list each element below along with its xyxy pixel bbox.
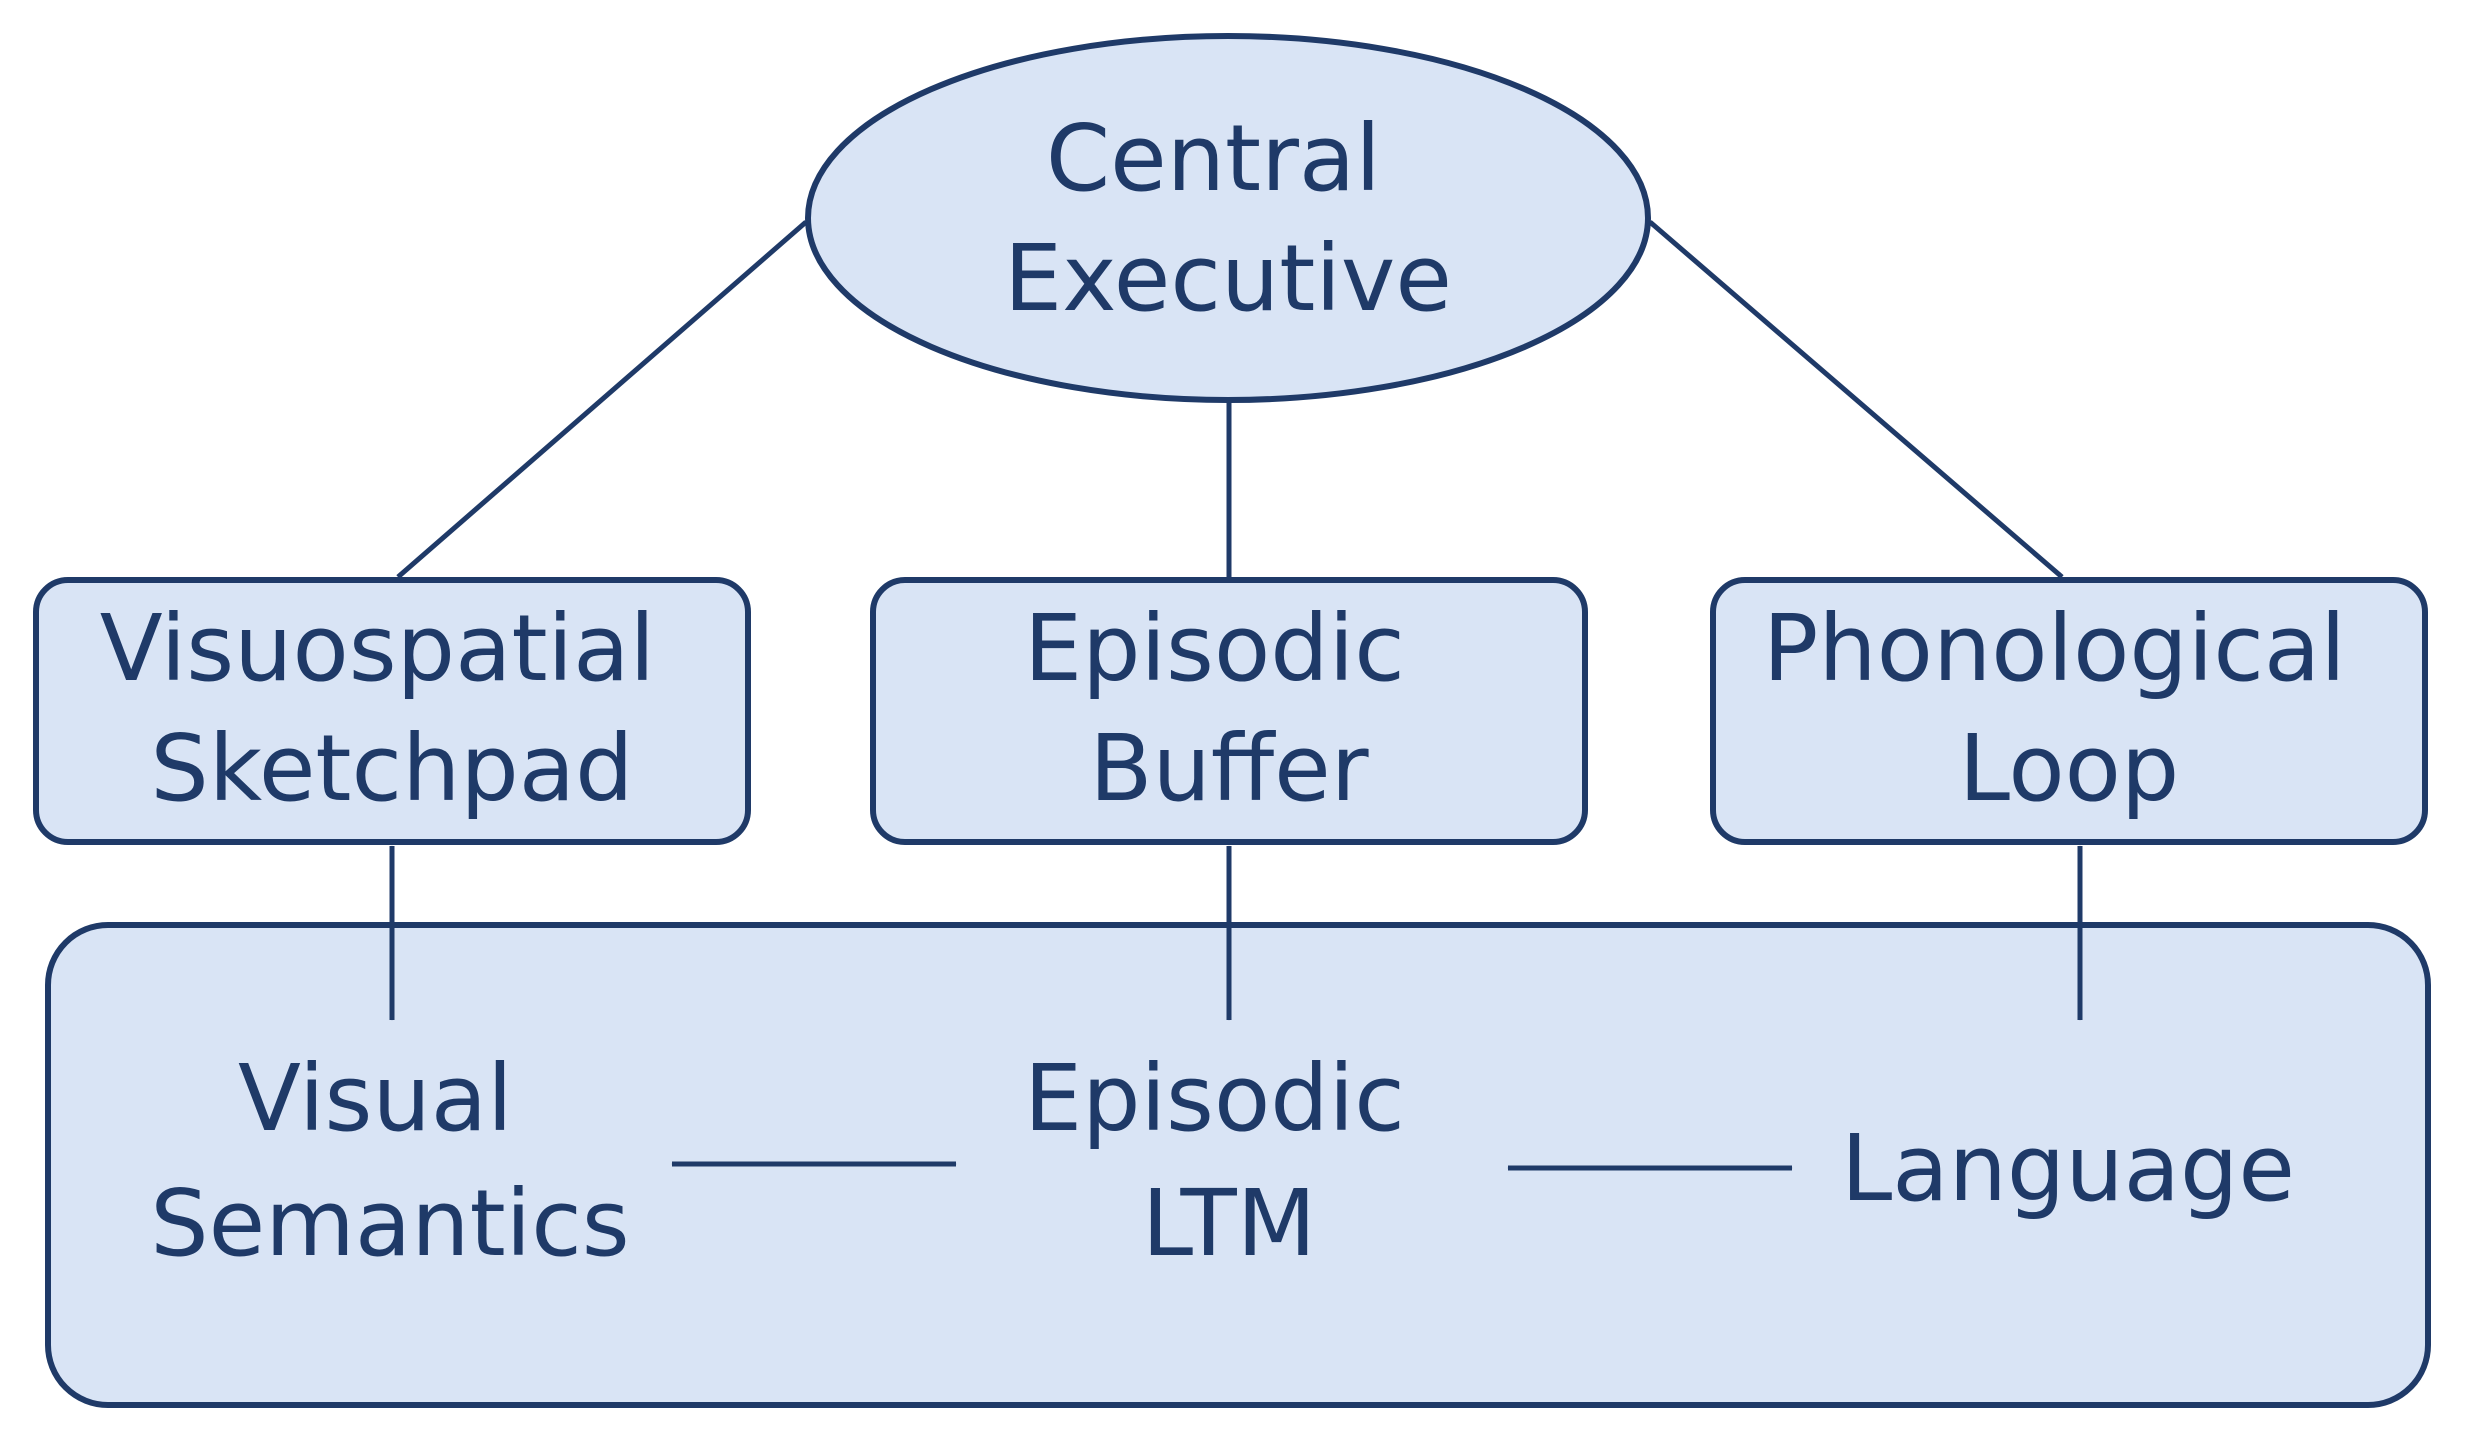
episodic-buffer-node (870, 577, 1588, 845)
language-label: Language (1841, 1115, 2295, 1222)
episodic-buffer-label: Episodic Buffer (1024, 595, 1434, 822)
visuospatial-sketchpad-label-line-2: Sketchpad (150, 715, 633, 822)
episodic-ltm-label-line-1: Episodic (1024, 1045, 1405, 1152)
phonological-loop-node (1710, 577, 2428, 845)
arrow-central-executive-phonological (1648, 220, 2064, 579)
visual-semantics-label-line-1: Visual (238, 1045, 513, 1152)
phonological-loop-label: Phonological Loop (1763, 595, 2375, 822)
central-executive-label: Central Executive (1004, 105, 1452, 332)
central-executive-label-line-2: Executive (1004, 225, 1452, 332)
visuospatial-sketchpad-label: Visuospatial Sketchpad (100, 595, 685, 822)
episodic-buffer-label-line-2: Buffer (1089, 715, 1368, 822)
episodic-buffer-label-line-1: Episodic (1024, 595, 1405, 702)
visual-semantics-label-line-2: Semantics (150, 1170, 629, 1277)
visual-semantics-label: Visual Semantics (150, 1045, 629, 1277)
visuospatial-sketchpad-label-line-1: Visuospatial (100, 595, 655, 702)
visuospatial-sketchpad-node (33, 577, 751, 845)
episodic-ltm-label-line-2: LTM (1142, 1170, 1316, 1277)
episodic-ltm-label: Episodic LTM (1024, 1045, 1434, 1277)
arrow-central-executive-visuospatial (396, 220, 808, 579)
phonological-loop-label-line-1: Phonological (1763, 595, 2346, 702)
central-executive-label-line-1: Central (1046, 105, 1381, 212)
long-term-memory-container (45, 922, 2431, 1408)
phonological-loop-label-line-2: Loop (1959, 715, 2180, 822)
central-executive-node (805, 33, 1651, 403)
language-label-line-1: Language (1841, 1115, 2295, 1222)
